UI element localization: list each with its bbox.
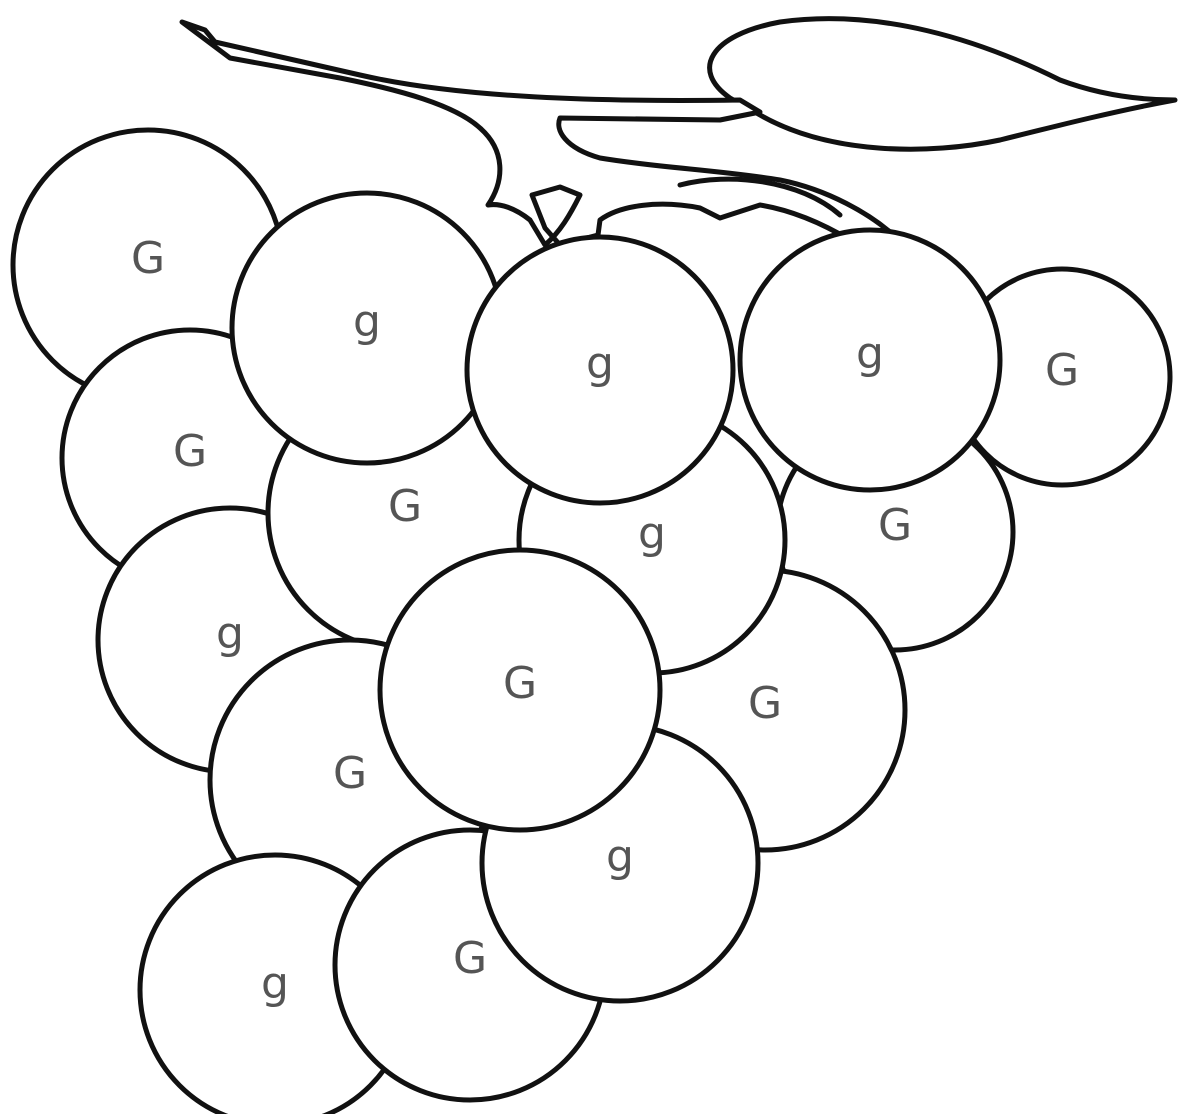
grape: g [740,230,1000,490]
grape-label: G [878,500,912,551]
grape-label: G [503,658,537,709]
grape-label: g [638,508,666,559]
grape-label: G [748,678,782,729]
grape-label: G [173,426,207,477]
grape-label: G [1045,345,1079,396]
grape-label: g [261,958,289,1009]
grape-label: g [216,608,244,659]
grape-label: g [586,338,614,389]
grape-label: g [353,296,381,347]
grape-label: g [856,328,884,379]
grape-label: g [606,831,634,882]
grape: g [232,193,502,463]
grape: G [380,550,660,830]
grape-label: G [453,933,487,984]
leaf [710,19,1175,150]
grape-label: G [388,481,422,532]
grape: g [467,237,733,503]
grape-label: G [333,748,367,799]
grape-label: G [131,233,165,284]
